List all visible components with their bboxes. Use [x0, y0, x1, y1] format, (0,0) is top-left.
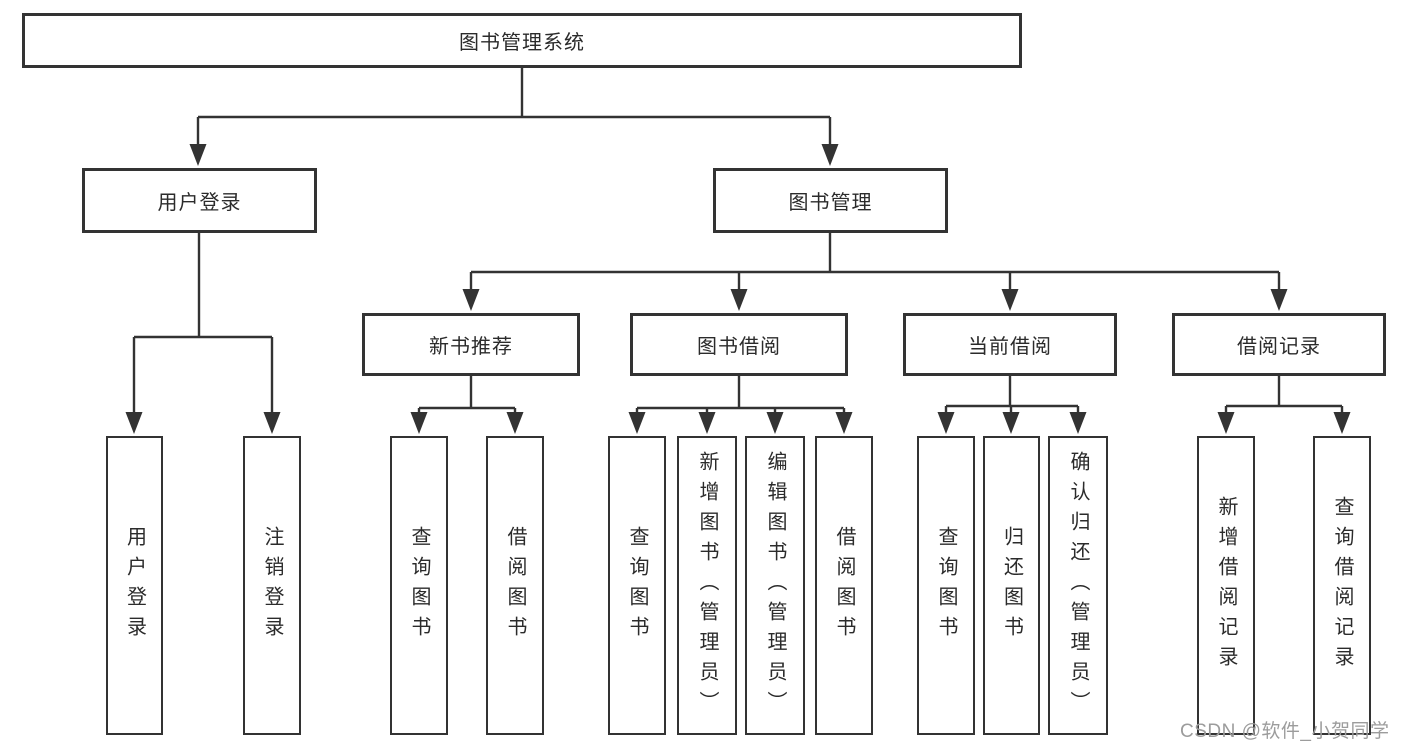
- node-logout: 注销登录: [243, 436, 301, 735]
- node-label: 查询图书: [935, 525, 957, 646]
- node-label: 图书借阅: [697, 336, 781, 358]
- node-borrowing-records: 借阅记录: [1172, 313, 1386, 376]
- node-bb-add-books-admin: 新增图书（管理员）: [677, 436, 737, 735]
- node-label: 注销登录: [261, 525, 283, 646]
- node-cb-query-books: 查询图书: [917, 436, 975, 735]
- node-current-borrowing: 当前借阅: [903, 313, 1117, 376]
- node-label: 图书管理: [788, 192, 873, 214]
- node-user-login: 用户登录: [106, 436, 163, 735]
- node-label: 查询借阅记录: [1331, 495, 1353, 676]
- node-user-login-group: 用户登录: [82, 168, 317, 233]
- watermark: CSDN @软件_小贺同学: [1180, 721, 1390, 742]
- node-br-query-record: 查询借阅记录: [1313, 436, 1371, 735]
- node-label: 查询图书: [408, 525, 430, 646]
- node-label: 图书管理系统: [459, 32, 585, 54]
- arrowhead-icons: [125, 144, 1351, 434]
- node-label: 用户登录: [123, 525, 146, 646]
- node-label: 查询图书: [626, 525, 648, 646]
- node-bb-edit-books-admin: 编辑图书（管理员）: [745, 436, 805, 735]
- node-label: 借阅图书: [504, 525, 526, 646]
- node-book-borrowing: 图书借阅: [630, 313, 848, 376]
- node-library-management-system: 图书管理系统: [22, 13, 1022, 68]
- node-bb-query-books: 查询图书: [608, 436, 666, 735]
- node-label: 编辑图书（管理员）: [764, 450, 786, 721]
- node-nbr-borrow-books: 借阅图书: [486, 436, 544, 735]
- node-label: 借阅记录: [1237, 336, 1321, 358]
- node-label: 新增图书（管理员）: [696, 450, 718, 721]
- node-cb-return-books: 归还图书: [983, 436, 1040, 735]
- node-cb-confirm-return-admin: 确认归还（管理员）: [1048, 436, 1108, 735]
- node-label: 新增借阅记录: [1215, 495, 1237, 676]
- connector-lines: [132, 66, 1344, 414]
- node-label: 确认归还（管理员）: [1067, 450, 1089, 721]
- node-new-book-recommend: 新书推荐: [362, 313, 580, 376]
- node-label: 当前借阅: [968, 336, 1052, 358]
- node-br-add-record: 新增借阅记录: [1197, 436, 1255, 735]
- node-bb-borrow-books: 借阅图书: [815, 436, 873, 735]
- node-label: 借阅图书: [833, 525, 855, 646]
- node-label: 归还图书: [1000, 525, 1023, 646]
- node-nbr-query-books: 查询图书: [390, 436, 448, 735]
- node-label: 新书推荐: [429, 336, 513, 358]
- node-label: 用户登录: [157, 192, 242, 214]
- node-book-management: 图书管理: [713, 168, 948, 233]
